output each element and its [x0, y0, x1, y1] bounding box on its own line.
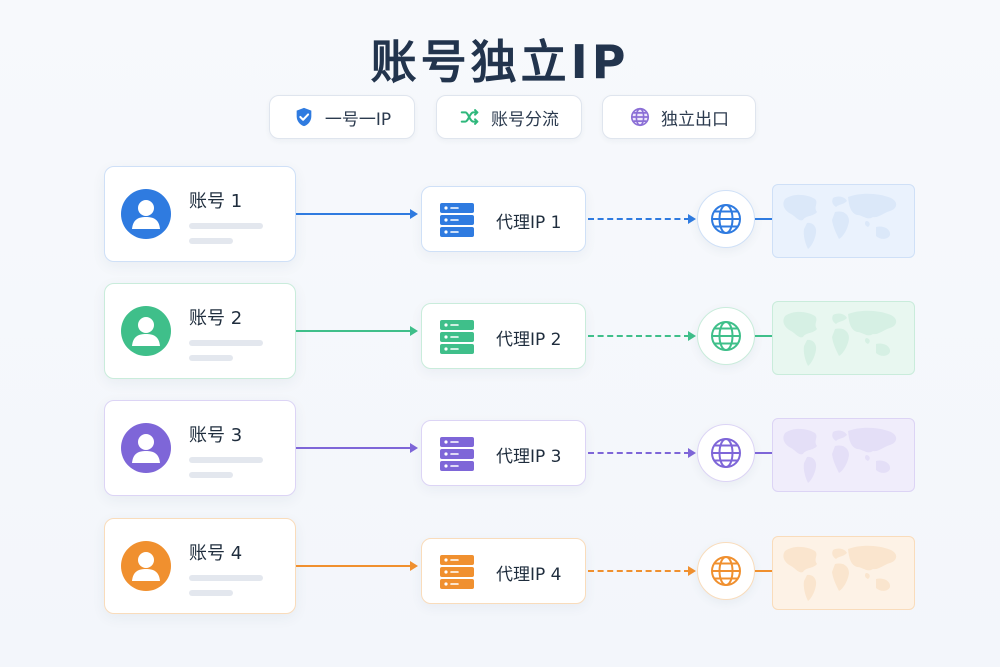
- proxy-label: 代理IP 1: [496, 213, 562, 233]
- shield-check-icon: [296, 107, 312, 127]
- dashed-connector: [588, 570, 690, 572]
- dashed-connector: [588, 452, 690, 454]
- proxy-ip-card[interactable]: 代理IP 3: [421, 420, 586, 486]
- user-avatar-icon: [121, 541, 171, 591]
- placeholder-line: [189, 472, 233, 478]
- connector-line: [755, 218, 773, 220]
- arrow-head: [410, 326, 418, 336]
- exit-globe: [697, 307, 755, 365]
- arrow-head: [410, 209, 418, 219]
- arrow-head: [688, 448, 696, 458]
- connector-line: [755, 570, 773, 572]
- feature-label: 独立出口: [661, 109, 729, 130]
- world-map: [772, 536, 915, 610]
- user-avatar-icon: [121, 306, 171, 356]
- account-flow-row: 账号 3 代理IP 3: [0, 400, 1000, 500]
- arrow-head: [688, 331, 696, 341]
- server-icon: [440, 437, 474, 471]
- avatar: [121, 306, 171, 356]
- user-avatar-icon: [121, 189, 171, 239]
- world-map: [772, 301, 915, 375]
- proxy-label: 代理IP 3: [496, 447, 562, 467]
- connector-line: [296, 447, 414, 449]
- connector-line: [296, 213, 414, 215]
- placeholder-line: [189, 238, 233, 244]
- avatar: [121, 189, 171, 239]
- placeholder-line: [189, 355, 233, 361]
- account-label: 账号 3: [189, 425, 243, 446]
- connector-line: [755, 452, 773, 454]
- world-map-icon: [783, 427, 897, 483]
- arrow-head: [410, 561, 418, 571]
- exit-globe: [697, 424, 755, 482]
- account-card[interactable]: 账号 1: [104, 166, 296, 262]
- account-label: 账号 4: [189, 543, 243, 564]
- connector-line: [755, 335, 773, 337]
- arrow-head: [688, 214, 696, 224]
- placeholder-line: [189, 457, 263, 463]
- user-avatar-icon: [121, 423, 171, 473]
- feature-label: 一号一IP: [324, 109, 392, 130]
- server-icon: [440, 555, 474, 589]
- world-map: [772, 418, 915, 492]
- account-card[interactable]: 账号 3: [104, 400, 296, 496]
- proxy-ip-card[interactable]: 代理IP 2: [421, 303, 586, 369]
- exit-globe: [697, 190, 755, 248]
- connector-line: [296, 330, 414, 332]
- account-flow-row: 账号 4 代理IP 4: [0, 518, 1000, 618]
- exit-globe: [697, 542, 755, 600]
- dashed-connector: [588, 218, 690, 220]
- page-title: 账号独立IP: [370, 35, 630, 89]
- world-map-icon: [783, 310, 897, 366]
- avatar: [121, 423, 171, 473]
- world-map: [772, 184, 915, 258]
- shuffle-icon: [460, 109, 479, 125]
- proxy-ip-card[interactable]: 代理IP 4: [421, 538, 586, 604]
- account-label: 账号 2: [189, 308, 243, 329]
- globe-icon: [711, 321, 741, 351]
- placeholder-line: [189, 575, 263, 581]
- connector-line: [296, 565, 414, 567]
- account-label: 账号 1: [189, 191, 243, 212]
- feature-pill-exit: 独立出口: [602, 95, 756, 139]
- account-card[interactable]: 账号 4: [104, 518, 296, 614]
- globe-icon: [711, 556, 741, 586]
- placeholder-line: [189, 340, 263, 346]
- world-map-icon: [783, 193, 897, 249]
- server-icon: [440, 320, 474, 354]
- account-card[interactable]: 账号 2: [104, 283, 296, 379]
- server-icon: [440, 203, 474, 237]
- dashed-connector: [588, 335, 690, 337]
- globe-icon: [711, 204, 741, 234]
- world-map-icon: [783, 545, 897, 601]
- account-flow-row: 账号 2 代理IP 2: [0, 283, 1000, 383]
- avatar: [121, 541, 171, 591]
- arrow-head: [410, 443, 418, 453]
- proxy-ip-card[interactable]: 代理IP 1: [421, 186, 586, 252]
- proxy-label: 代理IP 4: [496, 565, 562, 585]
- globe-icon: [630, 107, 650, 127]
- placeholder-line: [189, 223, 263, 229]
- arrow-head: [688, 566, 696, 576]
- globe-icon: [711, 438, 741, 468]
- feature-pill-one-ip: 一号一IP: [269, 95, 415, 139]
- feature-pill-shunt: 账号分流: [436, 95, 582, 139]
- feature-label: 账号分流: [491, 109, 559, 130]
- proxy-label: 代理IP 2: [496, 330, 562, 350]
- account-flow-row: 账号 1 代理IP 1: [0, 166, 1000, 266]
- placeholder-line: [189, 590, 233, 596]
